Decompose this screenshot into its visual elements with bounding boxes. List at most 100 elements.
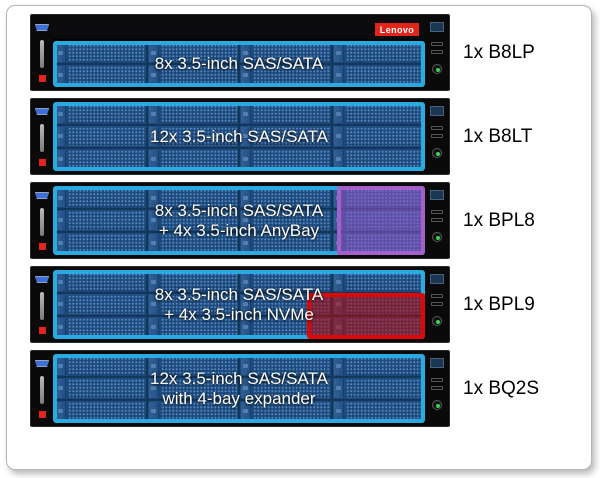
tray-handle	[241, 149, 251, 168]
tray-handle	[56, 211, 66, 230]
tray-handle	[148, 295, 159, 314]
sas-sata-highlight	[53, 102, 425, 171]
drive-tray	[55, 188, 146, 209]
tray-handle	[241, 379, 251, 398]
drive-tray	[332, 356, 423, 377]
server-row-bpl8: 8x 3.5-inch SAS/SATA + 4x 3.5-inch AnyBa…	[30, 182, 591, 259]
tray-handle	[148, 44, 159, 62]
thinksystem-label	[40, 376, 44, 404]
drive-tray	[240, 148, 331, 169]
drive-tray	[55, 148, 146, 169]
drive-tray	[240, 104, 331, 125]
right-rack-ear	[425, 351, 449, 426]
thinksystem-label	[40, 292, 44, 320]
tray-handle	[333, 105, 344, 124]
tray-handle	[148, 149, 159, 168]
vga-port-icon	[35, 108, 49, 115]
drive-tray	[55, 210, 146, 231]
backplane-model-label: 1x BPL9	[463, 293, 535, 315]
vga-port-icon	[35, 360, 49, 367]
drive-tray	[147, 232, 238, 253]
tray-handle	[148, 105, 159, 124]
vga-port-icon	[35, 192, 49, 199]
drive-tray	[240, 43, 331, 63]
tray-handle	[148, 317, 159, 336]
left-rack-ear	[31, 99, 53, 174]
tray-handle	[56, 189, 66, 208]
drive-tray	[240, 232, 331, 253]
sas-sata-highlight	[53, 41, 425, 87]
tray-handle	[333, 379, 344, 398]
drive-bay-area: 8x 3.5-inch SAS/SATA + 4x 3.5-inch AnyBa…	[53, 186, 425, 255]
left-rack-ear	[31, 15, 53, 90]
usb-port	[431, 386, 443, 390]
tray-handle	[333, 273, 344, 292]
bay-config-line1: 12x 3.5-inch SAS/SATA	[150, 126, 328, 146]
drive-tray	[55, 65, 146, 85]
tray-handle	[241, 44, 251, 62]
tray-handle	[333, 149, 344, 168]
backplane-model-label: 1x BQ2S	[463, 377, 540, 399]
drive-tray	[332, 378, 423, 399]
lenovo-red-tab	[39, 75, 46, 82]
drive-tray	[332, 272, 423, 293]
drive-tray	[147, 316, 238, 337]
drive-tray	[147, 356, 238, 377]
tray-handle	[56, 105, 66, 124]
bay-config-label: 12x 3.5-inch SAS/SATA	[53, 102, 425, 171]
tray-handle	[241, 295, 251, 314]
tray-handle	[241, 66, 251, 84]
anybay-highlight	[337, 186, 425, 255]
drive-tray	[55, 316, 146, 337]
blank-bay-cover: Lenovo	[53, 18, 425, 41]
tray-handle	[333, 66, 344, 84]
usb-port	[431, 294, 443, 298]
diagnostics-display	[430, 106, 444, 116]
drive-tray	[147, 104, 238, 125]
tray-handle	[333, 357, 344, 376]
server-row-b8lp: Lenovo 8x 3.5-inch SAS/SATA 1x B8LP	[30, 14, 591, 91]
drive-tray	[332, 65, 423, 85]
tray-handle	[241, 211, 251, 230]
right-rack-ear	[425, 99, 449, 174]
tray-handle	[241, 105, 251, 124]
tray-handle	[241, 273, 251, 292]
drive-tray	[332, 126, 423, 147]
drive-tray	[55, 43, 146, 63]
server-row-bpl9: 8x 3.5-inch SAS/SATA + 4x 3.5-inch NVMe …	[30, 266, 591, 343]
tray-handle	[241, 317, 251, 336]
drive-tray	[240, 126, 331, 147]
tray-handle	[333, 44, 344, 62]
drive-tray	[332, 400, 423, 421]
drive-tray	[332, 148, 423, 169]
diagnostics-display	[430, 190, 444, 200]
tray-handle	[148, 66, 159, 84]
sas-sata-highlight	[53, 354, 425, 423]
tray-handle	[56, 66, 66, 84]
drive-grid	[53, 102, 425, 171]
power-button	[432, 316, 442, 326]
bay-config-label: 8x 3.5-inch SAS/SATA + 4x 3.5-inch AnyBa…	[53, 186, 425, 255]
tray-handle	[148, 379, 159, 398]
bay-config-line1: 8x 3.5-inch SAS/SATA	[154, 200, 324, 220]
tray-handle	[333, 127, 344, 146]
bay-config-line2: + 4x 3.5-inch NVMe	[164, 304, 314, 324]
bay-config-label: 12x 3.5-inch SAS/SATA with 4-bay expande…	[53, 354, 425, 423]
lenovo-red-tab	[39, 411, 46, 418]
tray-handle	[148, 273, 159, 292]
bay-config-line2: + 4x 3.5-inch AnyBay	[158, 220, 320, 240]
drive-tray	[240, 400, 331, 421]
drive-bay-area: 12x 3.5-inch SAS/SATA with 4-bay expande…	[53, 354, 425, 423]
backplane-model-label: 1x B8LP	[463, 41, 535, 63]
drive-tray	[240, 210, 331, 231]
power-button	[432, 64, 442, 74]
drive-tray	[147, 65, 238, 85]
drive-tray	[55, 400, 146, 421]
lenovo-red-tab	[39, 159, 46, 166]
drive-bay-area: Lenovo 8x 3.5-inch SAS/SATA	[53, 18, 425, 87]
tray-handle	[148, 401, 159, 420]
drive-tray	[147, 272, 238, 293]
server-front-b8lt: 12x 3.5-inch SAS/SATA	[30, 98, 450, 175]
drive-tray	[240, 378, 331, 399]
drive-tray	[147, 148, 238, 169]
